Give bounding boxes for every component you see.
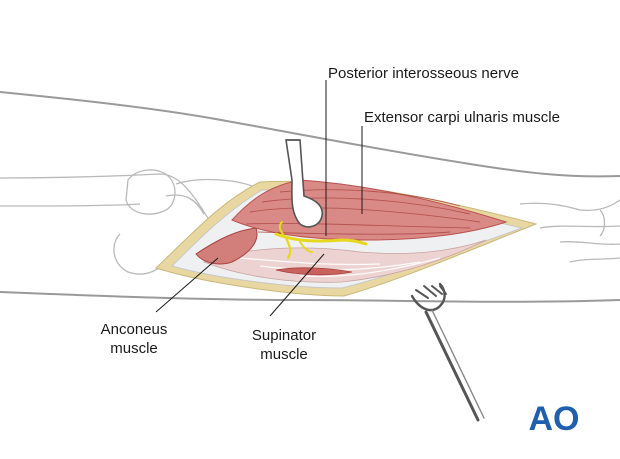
arm-outline bbox=[0, 91, 620, 303]
upper-retractor bbox=[285, 139, 324, 228]
label-posterior-interosseous-nerve: Posterior interosseous nerve bbox=[328, 65, 519, 82]
label-anconeus: Anconeus muscle bbox=[86, 320, 182, 358]
label-anconeus-line1: Anconeus bbox=[100, 321, 168, 338]
anconeus-muscle bbox=[195, 227, 258, 265]
supinator-muscle bbox=[202, 239, 487, 283]
label-supinator: Supinator muscle bbox=[236, 326, 332, 364]
ao-logo-text: AO bbox=[529, 400, 580, 434]
label-supinator-line1: Supinator bbox=[251, 327, 317, 344]
label-supinator-line2: muscle bbox=[260, 346, 308, 363]
label-anconeus-line2: muscle bbox=[110, 340, 158, 357]
bone-outline bbox=[0, 169, 620, 275]
leader-line-supinator bbox=[269, 253, 325, 317]
label-extensor-carpi-ulnaris: Extensor carpi ulnaris muscle bbox=[364, 109, 560, 126]
leader-line-anconeus bbox=[155, 257, 219, 313]
leader-lines bbox=[155, 80, 363, 317]
rake-retractor bbox=[410, 282, 485, 422]
posterior-interosseous-nerve bbox=[274, 221, 368, 260]
ao-logo: AO bbox=[529, 400, 580, 434]
muscle-slip bbox=[275, 267, 353, 276]
